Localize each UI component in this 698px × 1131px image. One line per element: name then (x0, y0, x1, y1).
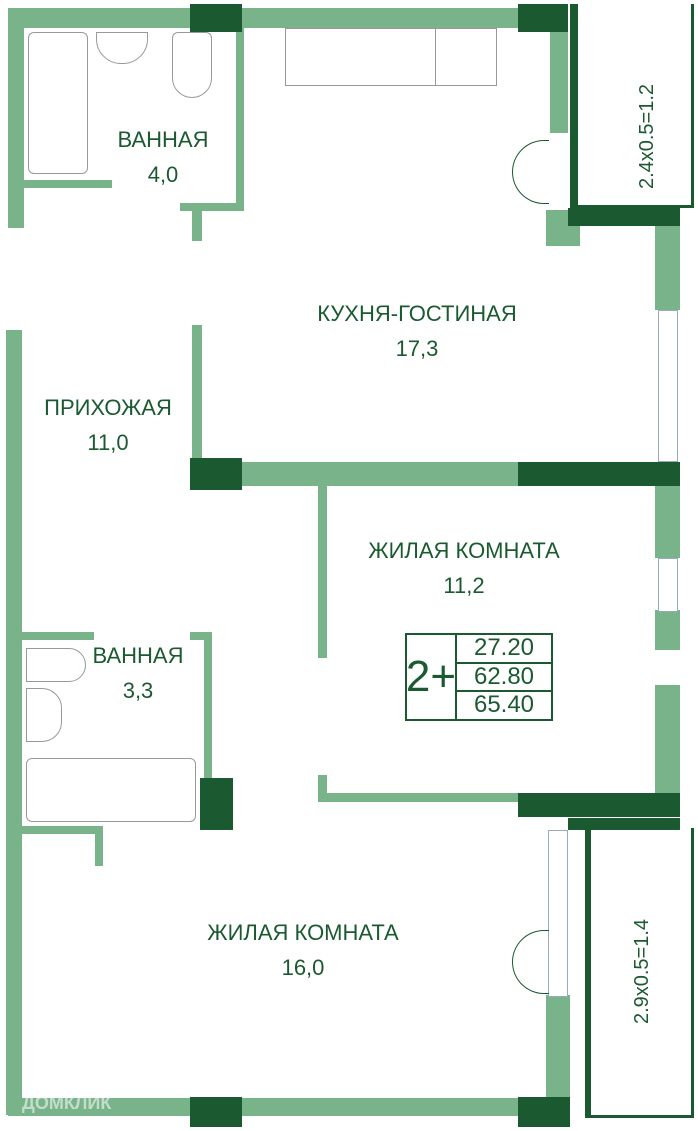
living-area: 27.20 (457, 635, 551, 664)
wall (550, 28, 568, 133)
wall (204, 632, 212, 782)
column (568, 818, 680, 830)
balcony-bottom (585, 828, 694, 1118)
column (518, 793, 680, 817)
wall (236, 28, 244, 208)
wall (655, 486, 680, 558)
column (190, 458, 242, 490)
wall (655, 610, 680, 650)
balcony-top (570, 4, 694, 208)
wall (95, 826, 103, 866)
room-name: ЖИЛАЯ КОМНАТА (368, 538, 560, 563)
toilet (172, 32, 212, 98)
sink (96, 32, 148, 64)
room-label: ПРИХОЖАЯ 11,0 (44, 390, 172, 460)
wall (318, 793, 528, 802)
door[interactable] (512, 930, 549, 994)
wall (22, 826, 100, 834)
wall (24, 180, 112, 188)
column (200, 778, 233, 830)
column (518, 462, 680, 486)
column (568, 208, 680, 226)
room-label: ВАННАЯ 4,0 (118, 122, 209, 192)
stove (435, 28, 497, 86)
room-count: 2+ (406, 635, 457, 719)
wall (318, 775, 327, 802)
wall (22, 632, 94, 640)
wall (192, 211, 202, 241)
total-with-balcony: 65.40 (473, 691, 535, 719)
bathtub (28, 32, 88, 174)
room-area: 11,2 (443, 573, 485, 599)
wall (8, 8, 560, 28)
wall (6, 330, 22, 1115)
room-name: ЖИЛАЯ КОМНАТА (207, 920, 399, 945)
window (548, 830, 568, 997)
window (658, 310, 678, 462)
kitchen-counter (285, 28, 437, 86)
room-name: ПРИХОЖАЯ (44, 395, 172, 420)
column (518, 4, 568, 32)
door[interactable] (512, 140, 549, 204)
room-area: 17,3 (395, 336, 439, 362)
window (658, 558, 678, 612)
room-label: ЖИЛАЯ КОМНАТА 16,0 (207, 915, 398, 985)
room-name: КУХНЯ-ГОСТИНАЯ (317, 301, 517, 326)
wall (8, 8, 24, 228)
total-area: 62.80 (457, 663, 551, 693)
wall (655, 225, 680, 310)
wall (8, 1098, 568, 1116)
balcony-label: 2.4x0.5=1.2 (636, 83, 659, 190)
room-label: КУХНЯ-ГОСТИНАЯ 17,3 (317, 296, 516, 366)
wall (192, 325, 202, 465)
room-area: 16,0 (281, 955, 325, 981)
wall (180, 203, 244, 211)
room-area: 3,3 (122, 678, 154, 704)
watermark: ДОМКЛИК (22, 1093, 112, 1113)
wall (655, 685, 680, 795)
room-name: ВАННАЯ (117, 127, 209, 152)
apartment-summary: 2+ 27.20 62.80 65.40 (405, 633, 553, 721)
column (190, 1097, 242, 1127)
wall (318, 486, 327, 658)
room-area: 11,0 (87, 430, 129, 456)
sink (26, 688, 62, 742)
balcony-label: 2.9x0.5=1.4 (631, 918, 654, 1025)
column (518, 1097, 570, 1127)
room-label: ЖИЛАЯ КОМНАТА 11,2 (368, 533, 559, 603)
room-area: 4,0 (147, 162, 179, 188)
wall (546, 995, 570, 1105)
room-label: ВАННАЯ 3,3 (93, 638, 184, 708)
wall (190, 632, 212, 640)
column (190, 4, 242, 32)
toilet (26, 648, 86, 682)
bathtub (26, 758, 196, 822)
room-name: ВАННАЯ (92, 643, 184, 668)
